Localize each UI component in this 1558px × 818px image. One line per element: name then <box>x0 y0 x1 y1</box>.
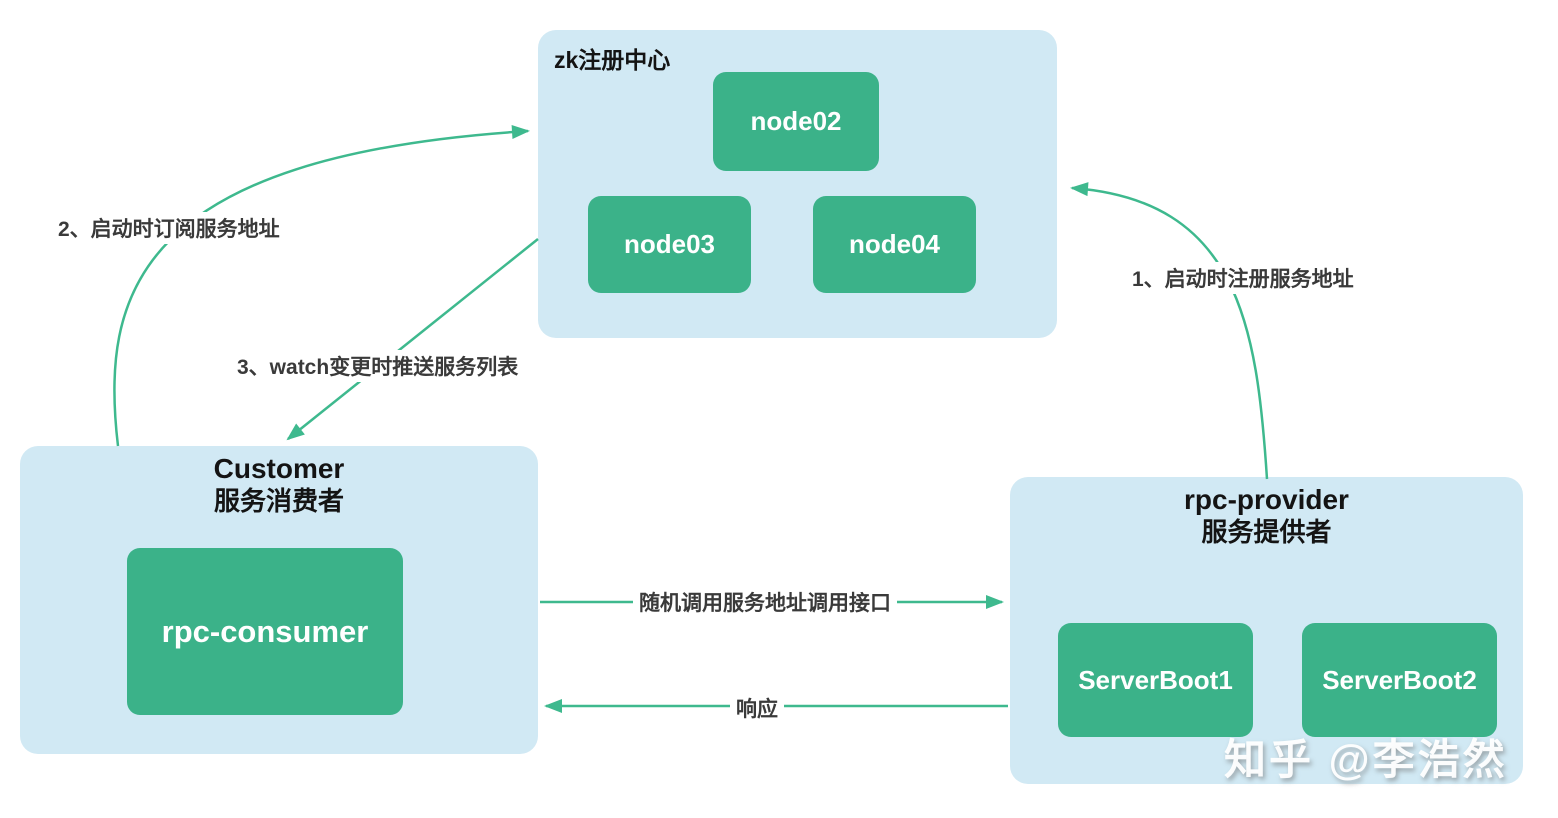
register-arrow <box>1070 182 1269 480</box>
rpc-consumer-label: rpc-consumer <box>161 613 369 649</box>
provider-subtitle: 服务提供者 <box>1201 517 1332 548</box>
serverboot1-box: ServerBoot1 <box>1058 623 1253 737</box>
node04-box: node04 <box>813 196 976 293</box>
watch-arrow-label: 3、watch变更时推送服务列表 <box>231 350 525 382</box>
node02-box: node02 <box>713 72 879 171</box>
node03-label: node03 <box>623 229 716 259</box>
subscribe-arrow <box>113 125 530 447</box>
rpc-consumer-box: rpc-consumer <box>127 548 403 715</box>
zk-registry-title: zk注册中心 <box>554 47 671 73</box>
serverboot1-label: ServerBoot1 <box>1078 664 1233 695</box>
watermark-text: 知乎 @李浩然 <box>1224 736 1508 783</box>
zk-registry-box: zk注册中心 node02 node03 node04 <box>538 30 1057 338</box>
serverboot2-box: ServerBoot2 <box>1302 623 1497 737</box>
subscribe-arrow-label: 2、启动时订阅服务地址 <box>52 212 286 244</box>
node04-label: node04 <box>848 229 941 259</box>
provider-box: rpc-provider 服务提供者 ServerBoot1 ServerBoo… <box>1010 477 1523 784</box>
consumer-subtitle: 服务消费者 <box>213 486 344 517</box>
invoke-arrow-label: 随机调用服务地址调用接口 <box>633 586 897 618</box>
watch-arrow <box>286 238 539 441</box>
provider-title: rpc-provider <box>1184 484 1349 515</box>
node02-label: node02 <box>750 106 842 136</box>
consumer-box: Customer 服务消费者 rpc-consumer <box>20 446 538 754</box>
provider-title-block: rpc-provider 服务提供者 <box>1010 483 1523 549</box>
register-arrow-label: 1、启动时注册服务地址 <box>1126 262 1360 294</box>
response-arrow-label: 响应 <box>730 692 784 724</box>
consumer-title: Customer <box>213 453 345 484</box>
consumer-title-block: Customer 服务消费者 <box>20 452 538 518</box>
serverboot2-label: ServerBoot2 <box>1322 664 1477 695</box>
node03-box: node03 <box>588 196 751 293</box>
